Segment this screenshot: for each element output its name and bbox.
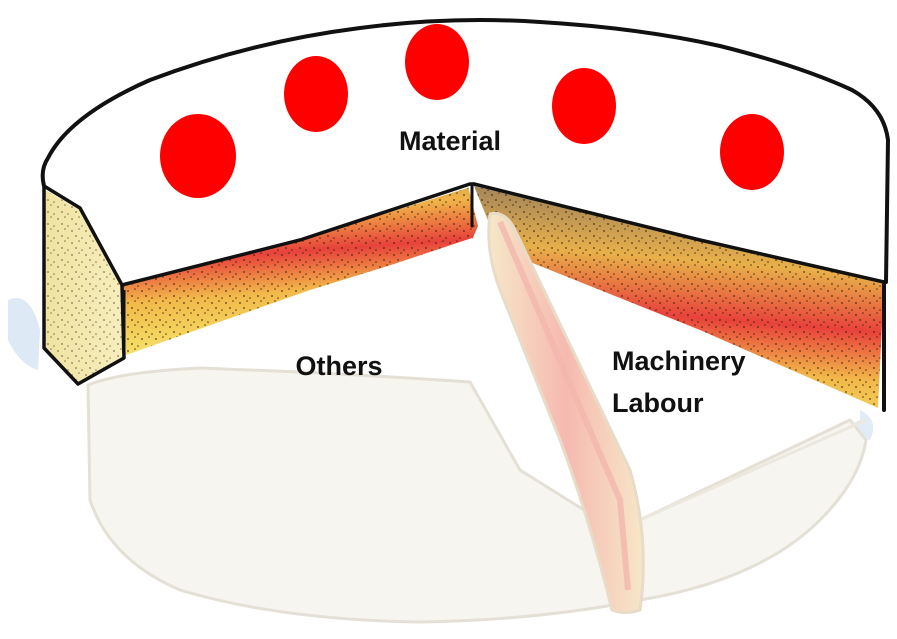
label-others: Others (295, 351, 382, 381)
label-machinery: Machinery (612, 346, 746, 376)
cherry-2 (284, 56, 348, 132)
cherry-4 (552, 68, 616, 144)
cherry-1 (160, 114, 236, 198)
label-material: Material (399, 126, 501, 156)
shadow-left (8, 298, 40, 370)
label-labour: Labour (612, 388, 704, 418)
cherry-5 (720, 114, 784, 190)
cherry-3 (405, 24, 469, 100)
